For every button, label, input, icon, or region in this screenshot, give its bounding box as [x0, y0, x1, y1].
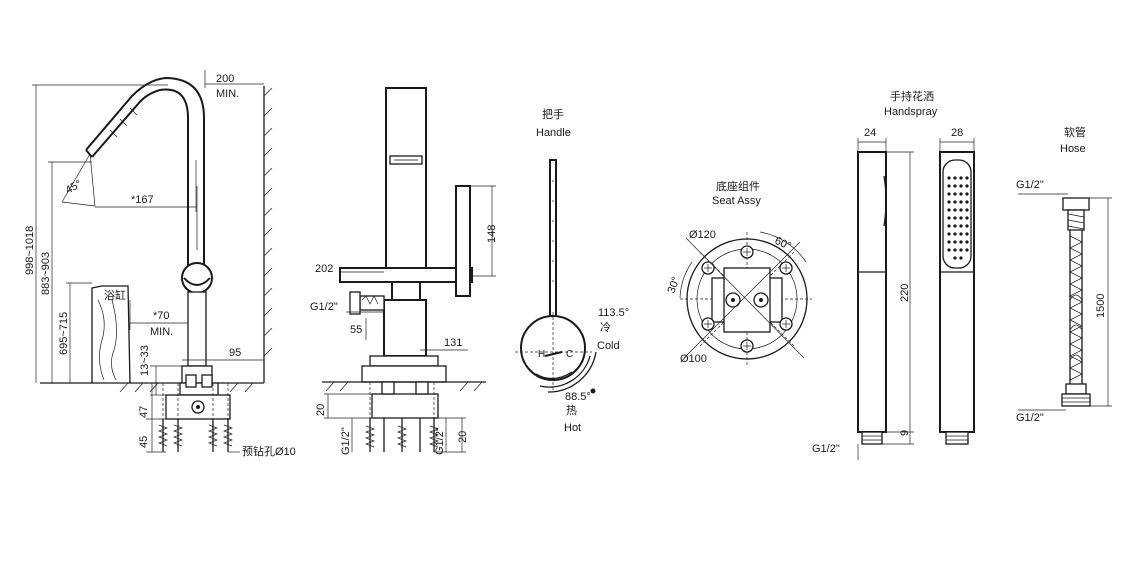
width-side-label: 24	[864, 127, 876, 139]
tub-rim-height-label: 695~715	[58, 312, 70, 355]
outer-dia-label: Ø120	[689, 229, 716, 241]
depth-right-label: 20	[457, 431, 469, 443]
spout-length-label: 202	[315, 263, 333, 275]
hot-cn-label: 热	[566, 404, 577, 417]
cold-en-label: Cold	[597, 340, 620, 352]
min-label: MIN.	[216, 88, 239, 100]
rim-offset-label: *70	[153, 310, 170, 322]
hose-title-en: Hose	[1060, 143, 1086, 155]
front-view: 202 148 G1/2" 55 131 20 G1/2" G1/2" 20	[310, 87, 498, 455]
inner-dia-label: Ø100	[680, 353, 707, 365]
handle-title-en: Handle	[536, 127, 571, 139]
seat-title-cn: 底座组件	[716, 179, 760, 193]
seat-title-en: Seat Assy	[712, 195, 761, 207]
cold-cn-label: 冷	[600, 321, 611, 334]
base-width-label: 95	[229, 347, 241, 359]
handspray-thread-label: G1/2"	[812, 443, 840, 455]
angle-a-label: 60°	[773, 235, 793, 253]
inlet-thread-label: G1/2"	[310, 301, 338, 313]
angle-b-label: 30°	[666, 275, 683, 295]
rim-min-label: MIN.	[150, 326, 173, 338]
c-mark: C	[566, 349, 573, 360]
handspray-view: 手持花洒 Handspray	[812, 89, 975, 460]
thread-right-label: G1/2"	[434, 427, 446, 455]
reach-label: *167	[131, 194, 154, 206]
handspray-title-cn: 手持花洒	[890, 89, 934, 103]
h-mark: H	[538, 349, 545, 360]
length-label: 220	[899, 284, 911, 302]
depth-left-label: 20	[315, 404, 327, 416]
total-height-label: 998~1018	[24, 226, 36, 275]
anchor-depth-1-label: 47	[138, 406, 150, 418]
hot-en-label: Hot	[564, 422, 581, 434]
lever-height-label: 148	[486, 225, 498, 243]
anchor-depth-2-label: 45	[138, 436, 150, 448]
side-view: 200 MIN. 998~1018 883~903 695~715 45° *1…	[24, 70, 296, 458]
hot-angle-label: 88.5°	[565, 391, 591, 403]
spout-height-label: 883~903	[40, 252, 52, 295]
tub-label: 浴缸	[104, 288, 126, 302]
body-offset-label: 131	[444, 337, 462, 349]
hose-bottom-thread-label: G1/2"	[1016, 412, 1044, 424]
thread-left-label: G1/2"	[340, 427, 352, 455]
min-clearance-label: 200	[216, 73, 234, 85]
width-front-label: 28	[951, 127, 963, 139]
hose-title-cn: 软管	[1064, 125, 1086, 139]
cold-angle-label: 113.5°	[598, 307, 629, 319]
handspray-title-en: Handspray	[884, 106, 938, 118]
seat-assy-view: 底座组件 Seat Assy	[666, 179, 812, 366]
hose-top-thread-label: G1/2"	[1016, 179, 1044, 191]
inlet-offset-label: 55	[350, 324, 362, 336]
deck-thickness-label: 13~33	[139, 345, 151, 376]
handle-title-cn: 把手	[542, 107, 564, 121]
hose-view: 软管 Hose G1/2" 1500 G1/2"	[1016, 125, 1112, 424]
handle-view: 把手 Handle H C 113.5° 冷 Cold 88.5° 热 Hot	[515, 107, 629, 434]
thread-len-label: 9	[899, 430, 911, 436]
drill-hole-label: 预钻孔Ø10	[242, 444, 296, 458]
hose-length-label: 1500	[1095, 294, 1107, 318]
